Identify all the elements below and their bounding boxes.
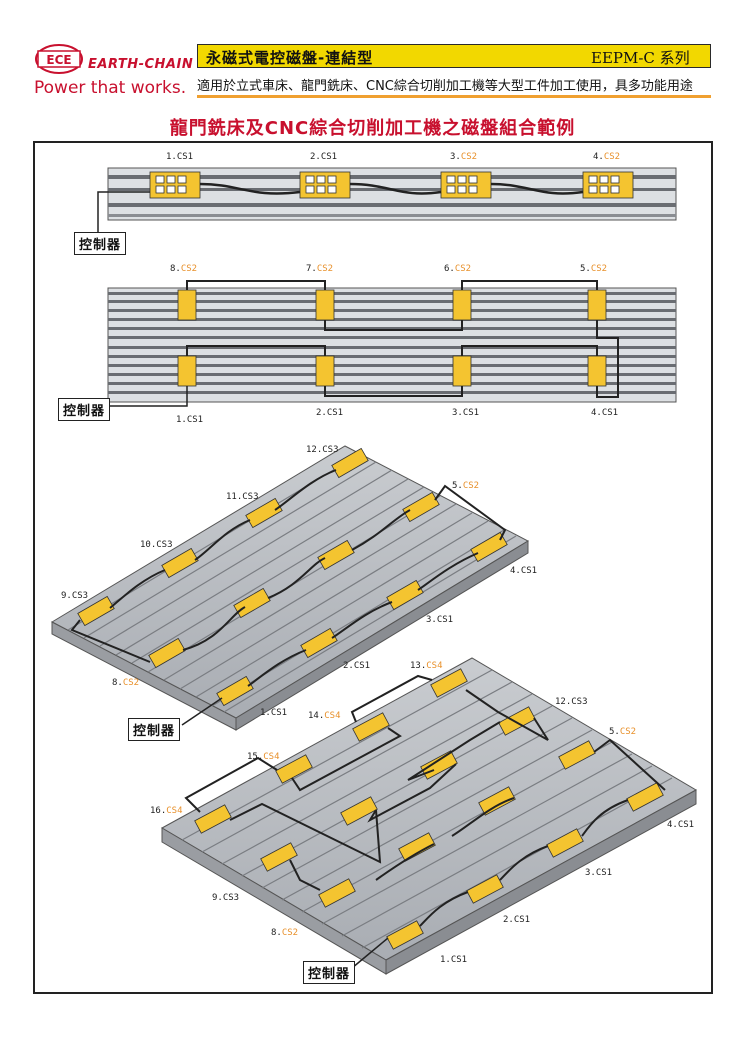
magnet-label-5: 5.CS2 [580,264,608,274]
magnet-label-16: 16.CS4 [150,806,183,816]
magnet-label-9: 9.CS3 [61,591,89,601]
magnet-label-8: 8.CS2 [271,928,299,938]
magnet-label-3: 3.CS2 [450,152,478,162]
magnet-label-8: 8.CS2 [112,678,140,688]
brand-name: EARTH-CHAIN [88,57,194,72]
page-title: 龍門銑床及CNC綜合切削加工機之磁盤組合範例 [169,118,576,139]
magnet-label-10: 10.CS3 [140,540,173,550]
magnet-label-4: 4.CS2 [593,152,621,162]
magnet-label-7: 7.CS2 [306,264,334,274]
diagram3-magnets [77,447,508,707]
diagram2-table [107,287,677,403]
controller-box: 控制器 [58,398,111,421]
magnet-label-9: 9.CS3 [212,893,240,903]
controller-box: 控制器 [128,718,181,741]
magnet-label-11: 11.CS3 [226,492,259,502]
controller-box: 控制器 [303,961,356,984]
diagram-frame [33,141,713,994]
magnet-label-2: 2.CS1 [503,915,531,925]
subtitle: 適用於立式車床、龍門銑床、CNC綜合切削加工機等大型工件加工使用，具多功能用途 [197,79,693,94]
magnet-label-3: 3.CS1 [452,408,480,418]
magnet-label-12: 12.CS3 [555,697,588,707]
ece-logo: ECE [35,44,83,74]
title-bar [197,44,711,68]
diagram4-cables [184,674,666,969]
magnet-label-12: 12.CS3 [306,445,339,455]
magnet-label-8: 8.CS2 [170,264,198,274]
diagram2-cables [110,280,619,407]
magnet-label-5: 5.CS2 [609,727,637,737]
magnet-label-2: 2.CS1 [310,152,338,162]
controller-box: 控制器 [74,232,127,255]
magnet-label-3: 3.CS1 [426,615,454,625]
diagram3-cables [70,469,507,726]
magnet-label-5: 5.CS2 [452,481,480,491]
magnet-label-2: 2.CS1 [316,408,344,418]
header-divider [197,95,711,98]
magnet-label-1: 1.CS1 [176,415,204,425]
magnet-label-13: 13.CS4 [410,661,443,671]
diagram4-table [160,657,698,975]
magnet-label-4: 4.CS1 [510,566,538,576]
magnet-label-2: 2.CS1 [343,661,371,671]
product-title: 永磁式電控磁盤-連結型 [206,49,374,67]
magnet-label-15: 15.CS4 [247,752,280,762]
magnet-label-1: 1.CS1 [440,955,468,965]
diagram1-magnets [149,171,634,199]
magnet-label-1: 1.CS1 [166,152,194,162]
magnet-label-14: 14.CS4 [308,711,341,721]
tagline: Power that works. [34,78,187,98]
magnet-label-3: 3.CS1 [585,868,613,878]
svg-text:ECE: ECE [46,53,71,67]
magnet-label-4: 4.CS1 [591,408,619,418]
series-label: EEPM-C 系列 [591,49,690,67]
magnet-label-4: 4.CS1 [667,820,695,830]
magnet-label-6: 6.CS2 [444,264,472,274]
magnet-label-1: 1.CS1 [260,708,288,718]
